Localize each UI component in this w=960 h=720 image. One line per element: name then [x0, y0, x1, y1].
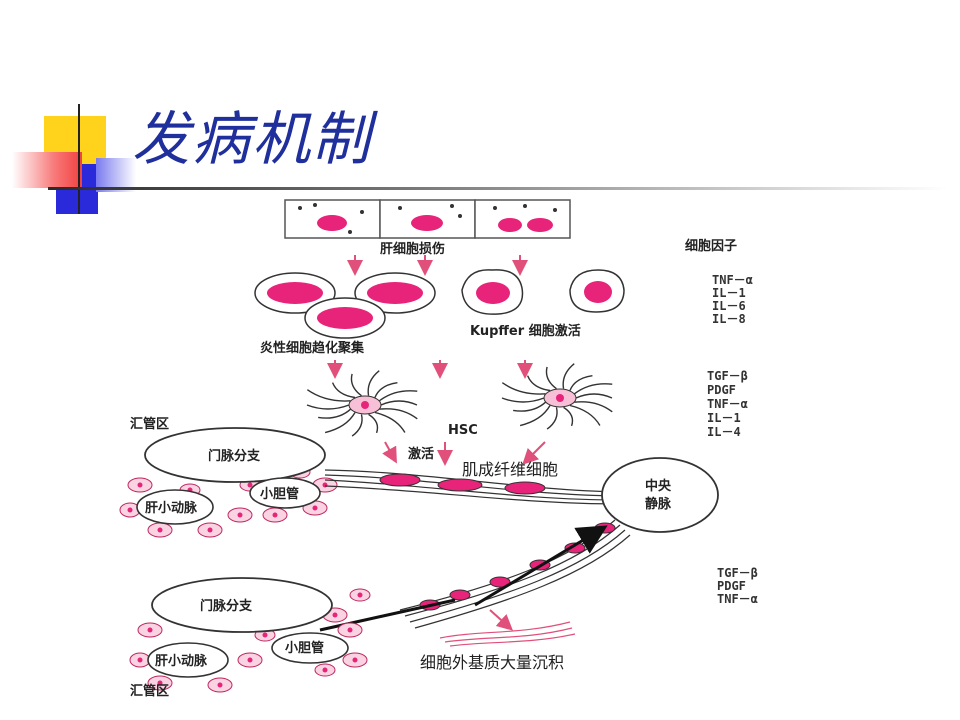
title-underline [48, 187, 948, 190]
portal-vein-branch-label-bottom: 门脉分支 [200, 598, 253, 614]
cytokines_1-item: IL－1 [712, 286, 746, 300]
hepatocyte-injury-label: 肝细胞损伤 [380, 241, 445, 257]
decor-red-gradient [12, 152, 82, 188]
central-vein [601, 457, 719, 533]
myofibroblast-label: 肌成纤维细胞 [462, 460, 558, 479]
portal-area-top [119, 427, 338, 538]
central-vein-label-1: 中央 [645, 478, 672, 494]
portal-area-label-bottom: 汇管区 [130, 683, 169, 699]
activation-label: 激活 [408, 446, 434, 462]
kupffer-cells [461, 269, 625, 315]
cytokines_2-item: TGF－β [707, 369, 748, 383]
cytokines_3-item: PDGF [717, 579, 746, 593]
portal-area-bottom [129, 577, 371, 693]
cytokines-title: 细胞因子 [685, 238, 737, 254]
portal-area-label-top: 汇管区 [130, 416, 169, 432]
cytokines_1-item: IL－6 [712, 299, 746, 313]
slide-title: 发病机制 [132, 105, 373, 173]
cytokines_3-item: TGF－β [717, 566, 758, 580]
myofibroblast-cells [379, 473, 546, 495]
inflammatory-aggregation-label: 炎性细胞趋化聚集 [260, 340, 365, 356]
cytokines_1-item: TNF－α [712, 273, 753, 287]
ecm-fibers [439, 621, 576, 647]
cytokines_3-item: TNF－α [717, 592, 758, 606]
inflammatory-cells [254, 272, 436, 339]
cytokines_2-item: TNF－α [707, 397, 748, 411]
kupffer-activation-label: Kupffer 细胞激活 [470, 323, 581, 339]
portal-vein-branch-label-top: 门脉分支 [208, 448, 261, 464]
pathogenesis-diagram: 肝细胞损伤 细胞因子 TNF－αIL－1IL－6IL－8 Kupffer 细胞激… [119, 199, 758, 699]
bile-duct-label-top: 小胆管 [260, 486, 299, 502]
cytokines-list-1: TNF－αIL－1IL－6IL－8 [712, 273, 753, 326]
fibrosis-direction-arrow [474, 525, 608, 607]
cytokines_2-item: PDGF [707, 383, 736, 397]
hepatic-artery-label-top: 肝小动脉 [145, 500, 198, 516]
hepatocyte-row [284, 199, 571, 239]
fibrous-septum-diagonal [399, 519, 631, 629]
hepatic-artery-label-bottom: 肝小动脉 [155, 653, 208, 669]
decor-blue-gradient [96, 158, 136, 192]
ecm-deposition-label: 细胞外基质大量沉积 [420, 653, 564, 672]
cytokines_2-item: IL－4 [707, 425, 741, 439]
decor-vertical-line [78, 104, 80, 214]
bile-duct-label-bottom: 小胆管 [285, 640, 324, 656]
hsc-label: HSC [448, 423, 478, 438]
cytokines_2-item: IL－1 [707, 411, 741, 425]
central-vein-label-2: 静脉 [645, 496, 672, 512]
hsc-cells [306, 363, 613, 437]
cytokines_1-item: IL－8 [712, 312, 746, 326]
